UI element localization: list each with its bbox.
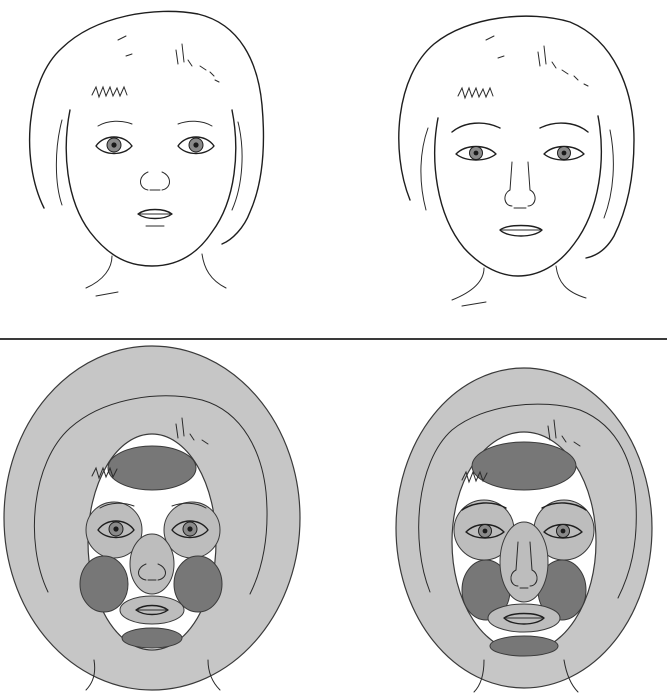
adult-face-regions: [334, 342, 667, 695]
child-regions-svg: [0, 342, 333, 695]
divider-line: [0, 338, 667, 340]
hair-inner: [421, 128, 613, 218]
left-cheek-zone: [80, 556, 128, 612]
left-eyebrow: [452, 123, 500, 132]
nose: [505, 162, 535, 208]
right-eyebrow: [540, 123, 588, 132]
left-eye: [96, 137, 132, 154]
child-face-regions: [0, 342, 333, 695]
chin-zone: [490, 636, 558, 656]
forehead-zone: [108, 446, 196, 490]
child-face-drawing: [0, 0, 333, 330]
chin-zone: [122, 628, 182, 648]
nose-zone: [130, 534, 174, 594]
adult-face-svg: [334, 0, 667, 330]
right-eyebrow: [178, 121, 212, 126]
face-outline: [66, 110, 235, 266]
hair-strands: [92, 36, 219, 97]
mouth: [500, 226, 542, 237]
forehead-zone: [472, 442, 576, 490]
right-eye: [178, 137, 214, 154]
adult-regions-svg: [334, 342, 667, 695]
left-eye: [456, 147, 496, 161]
hair-inner: [56, 120, 242, 210]
left-eyebrow: [98, 121, 132, 126]
neck: [86, 254, 226, 296]
nose-zone: [500, 522, 548, 602]
child-face-svg: [0, 0, 333, 330]
neck: [452, 266, 586, 306]
nose: [141, 172, 170, 190]
hair-outline: [399, 16, 634, 258]
adult-face-drawing: [334, 0, 667, 330]
hair-strands: [458, 36, 588, 98]
right-eye: [544, 147, 584, 161]
hair-outline: [30, 11, 264, 244]
face-outline: [435, 116, 602, 276]
